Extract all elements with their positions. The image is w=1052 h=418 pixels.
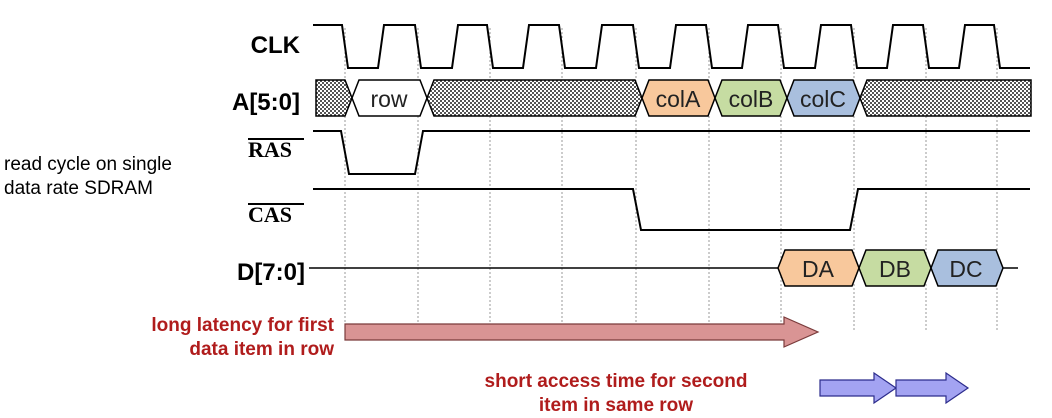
latency-text-line-2: data item in row: [189, 339, 334, 360]
dc-label: DC: [949, 256, 982, 282]
access-text-line-1: short access time for second: [485, 371, 748, 392]
long-latency-arrow: [344, 316, 820, 348]
data-bus: [309, 249, 1018, 287]
ras-waveform: [313, 130, 1030, 175]
row-label: row: [370, 86, 407, 112]
data-bus-label: D[7:0]: [237, 259, 305, 286]
cas-label: CAS: [248, 202, 292, 227]
ras-label: RAS: [248, 137, 292, 162]
cas-waveform: [313, 188, 1030, 231]
address-bus-label: A[5:0]: [232, 89, 300, 116]
clk-waveform: [313, 24, 1030, 69]
colb-label: colB: [729, 86, 774, 112]
access-text-line-2: item in same row: [539, 395, 693, 416]
colc-label: colC: [800, 86, 846, 112]
clk-label: CLK: [251, 32, 301, 59]
address-bus-invalid-2: [426, 79, 643, 117]
da-label: DA: [802, 256, 835, 282]
access-arrow-2: [895, 371, 970, 405]
caption-line-1: read cycle on single: [4, 154, 172, 175]
access-arrow-1: [819, 371, 898, 405]
address-bus-invalid-3: [859, 79, 1032, 117]
cola-label: colA: [656, 86, 701, 112]
address-bus: [315, 79, 1032, 117]
latency-text-line-1: long latency for first: [151, 315, 334, 336]
db-label: DB: [879, 256, 911, 282]
address-bus-invalid-1: [315, 79, 353, 117]
caption-line-2: data rate SDRAM: [4, 178, 153, 199]
